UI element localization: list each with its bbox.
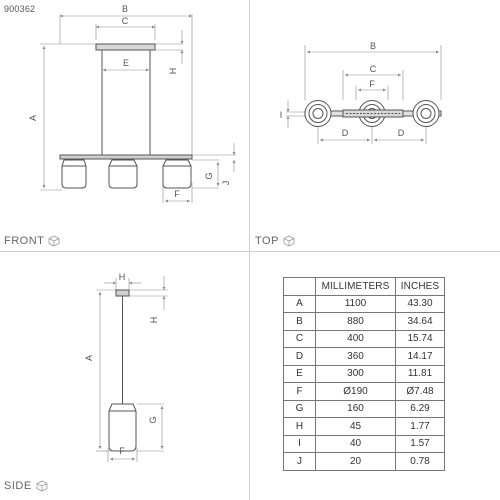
svg-text:F: F (119, 446, 125, 456)
header-inches: INCHES (395, 277, 445, 296)
row-in: 43.30 (395, 294, 445, 313)
svg-text:J: J (221, 181, 231, 186)
front-view-label: FRONT (4, 235, 60, 247)
row-mm: 360 (315, 347, 396, 366)
header-blank (283, 277, 316, 296)
row-label: I (283, 434, 316, 453)
row-label: J (283, 452, 316, 471)
row-label: D (283, 347, 316, 366)
svg-text:B: B (122, 4, 128, 14)
top-dimension-labels: B C F D D I (280, 41, 405, 138)
row-in: 6.29 (395, 399, 445, 418)
row-in: 1.57 (395, 434, 445, 453)
row-label: A (283, 294, 316, 313)
row-mm: 40 (315, 434, 396, 453)
svg-text:A: A (28, 115, 38, 121)
row-mm: 20 (315, 452, 396, 471)
svg-text:C: C (122, 16, 129, 26)
svg-text:H: H (149, 317, 159, 324)
side-dimension-labels: H H A G F (84, 272, 159, 456)
row-label: H (283, 417, 316, 436)
row-label: B (283, 312, 316, 331)
header-millimeters: MILLIMETERS (315, 277, 396, 296)
row-label: F (283, 382, 316, 401)
row-label: G (283, 399, 316, 418)
side-view-label: SIDE (4, 480, 48, 492)
product-code: 900362 (4, 4, 36, 14)
row-in: 15.74 (395, 329, 445, 348)
svg-text:D: D (398, 128, 405, 138)
cube-icon (36, 480, 48, 492)
row-in: 14.17 (395, 347, 445, 366)
front-fixture (59, 43, 193, 189)
svg-text:B: B (370, 41, 376, 51)
row-in: 1.77 (395, 417, 445, 436)
top-fixture (304, 100, 442, 127)
row-mm: 45 (315, 417, 396, 436)
row-in: 0.78 (395, 452, 445, 471)
side-view (96, 276, 168, 462)
svg-text:I: I (280, 110, 283, 120)
row-mm: 880 (315, 312, 396, 331)
cube-icon (48, 235, 60, 247)
front-view-title: FRONT (4, 235, 45, 247)
svg-text:E: E (123, 58, 129, 68)
front-dimension-labels: B C E A H G J F (28, 4, 231, 199)
table-header-row: MILLIMETERS INCHES (283, 277, 445, 296)
svg-text:G: G (148, 416, 158, 423)
row-mm: Ø190 (315, 382, 396, 401)
quadrant-divider-horizontal (0, 251, 500, 252)
side-view-title: SIDE (4, 480, 32, 492)
row-label: E (283, 364, 316, 383)
svg-text:H: H (168, 68, 178, 75)
front-view (40, 14, 236, 203)
row-in: Ø7.48 (395, 382, 445, 401)
svg-text:F: F (369, 79, 375, 89)
row-mm: 160 (315, 399, 396, 418)
cube-icon (283, 235, 295, 247)
svg-text:D: D (342, 128, 349, 138)
row-label: C (283, 329, 316, 348)
svg-text:A: A (84, 355, 94, 361)
row-mm: 1100 (315, 294, 396, 313)
top-view (286, 45, 442, 144)
row-mm: 400 (315, 329, 396, 348)
svg-text:H: H (119, 272, 126, 282)
row-in: 34.64 (395, 312, 445, 331)
row-in: 11.81 (395, 364, 445, 383)
top-view-label: TOP (255, 235, 295, 247)
side-fixture (108, 289, 137, 452)
top-view-title: TOP (255, 235, 279, 247)
svg-text:F: F (174, 189, 180, 199)
row-mm: 300 (315, 364, 396, 383)
quadrant-divider-vertical (249, 0, 250, 500)
svg-text:G: G (204, 172, 214, 179)
svg-text:C: C (370, 64, 377, 74)
